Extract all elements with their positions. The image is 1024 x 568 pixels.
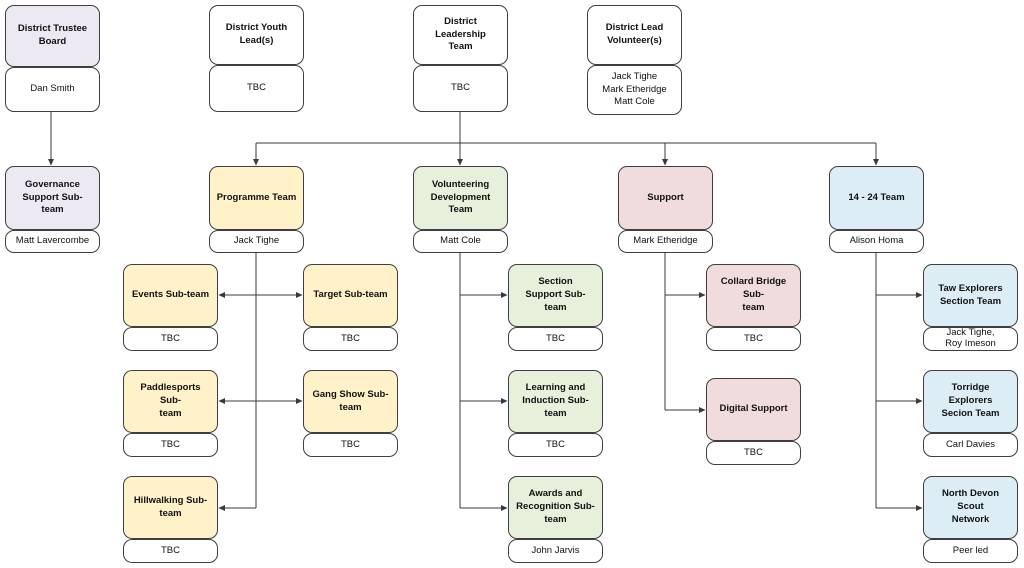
support-team-title: Support: [618, 166, 713, 230]
youth-lead-title: District Youth Lead(s): [209, 5, 304, 65]
paddlesports-person: TBC: [123, 433, 218, 457]
collard-bridge-title: Collard Bridge Sub- team: [706, 264, 801, 327]
lead-volunteer-title: District Lead Volunteer(s): [587, 5, 682, 65]
trustee-board-person: Dan Smith: [5, 67, 100, 112]
team-14-24-title: 14 - 24 Team: [829, 166, 924, 230]
section-support-title: Section Support Sub-team: [508, 264, 603, 327]
trustee-board-title: District Trustee Board: [5, 5, 100, 67]
volunteering-team-person: Matt Cole: [413, 230, 508, 253]
leadership-team-title: District Leadership Team: [413, 5, 508, 65]
ndsn-title: North Devon Scout Network: [923, 476, 1018, 539]
volunteering-team-title: Volunteering Development Team: [413, 166, 508, 230]
torridge-explorers-title: Torridge Explorers Secion Team: [923, 370, 1018, 433]
gang-show-title: Gang Show Sub- team: [303, 370, 398, 433]
lead-volunteer-person: Jack Tighe Mark Etheridge Matt Cole: [587, 65, 682, 115]
paddlesports-title: Paddlesports Sub- team: [123, 370, 218, 433]
leadership-team-person: TBC: [413, 65, 508, 112]
target-person: TBC: [303, 327, 398, 351]
youth-lead-person: TBC: [209, 65, 304, 112]
hillwalking-person: TBC: [123, 539, 218, 563]
ndsn-person: Peer led: [923, 539, 1018, 563]
governance-title: Governance Support Sub-team: [5, 166, 100, 230]
team-14-24-person: Alison Homa: [829, 230, 924, 253]
awards-person: John Jarvis: [508, 539, 603, 563]
target-title: Target Sub-team: [303, 264, 398, 327]
torridge-explorers-person: Carl Davies: [923, 433, 1018, 457]
learning-person: TBC: [508, 433, 603, 457]
digital-support-person: TBC: [706, 441, 801, 465]
taw-explorers-title: Taw Explorers Section Team: [923, 264, 1018, 327]
programme-team-person: Jack Tighe: [209, 230, 304, 253]
hillwalking-title: Hillwalking Sub- team: [123, 476, 218, 539]
taw-explorers-person: Jack Tighe, Roy Imeson: [923, 327, 1018, 351]
support-team-person: Mark Etheridge: [618, 230, 713, 253]
events-person: TBC: [123, 327, 218, 351]
programme-team-title: Programme Team: [209, 166, 304, 230]
governance-person: Matt Lavercombe: [5, 230, 100, 253]
learning-title: Learning and Induction Sub-team: [508, 370, 603, 433]
section-support-person: TBC: [508, 327, 603, 351]
gang-show-person: TBC: [303, 433, 398, 457]
digital-support-title: Digital Support: [706, 378, 801, 441]
events-title: Events Sub-team: [123, 264, 218, 327]
collard-bridge-person: TBC: [706, 327, 801, 351]
awards-title: Awards and Recognition Sub- team: [508, 476, 603, 539]
